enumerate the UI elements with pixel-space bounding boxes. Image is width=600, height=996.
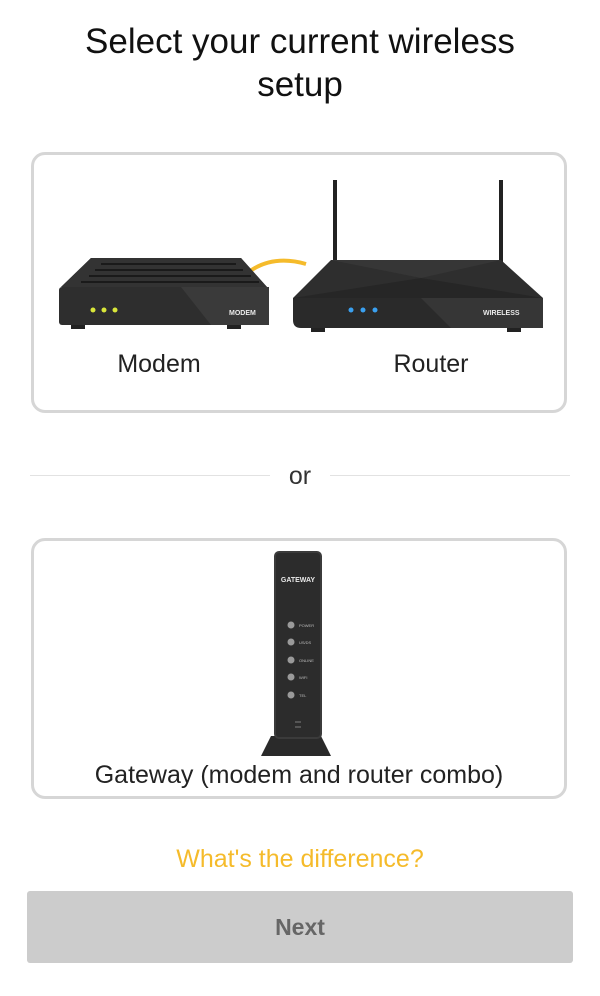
gateway-label: Gateway (modem and router combo) [94, 761, 504, 789]
gateway-indicator-power: POWER [299, 623, 314, 628]
gateway-indicator-usds: US/DS [299, 640, 312, 645]
page-title-line-1: Select your current wireless [85, 22, 515, 61]
page-title: Select your current wireless setup [0, 20, 600, 106]
modem-label: Modem [117, 350, 201, 378]
modem-router-option-card[interactable]: MODEM WIRELESS Modem Router [31, 152, 567, 413]
router-label: Router [393, 350, 469, 378]
divider-line-right [330, 475, 570, 476]
router-device-text: WIRELESS [483, 310, 520, 317]
next-button[interactable]: Next [27, 891, 573, 963]
modem-router-illustration: MODEM WIRELESS [59, 180, 543, 332]
gateway-indicator-wifi: WIFI [299, 675, 307, 680]
gateway-device-text: GATEWAY [281, 577, 316, 584]
divider-line-left [30, 475, 270, 476]
modem-icon: MODEM [59, 258, 269, 329]
gateway-indicator-online: ONLINE [299, 658, 314, 663]
page-title-line-2: setup [257, 65, 343, 104]
gateway-option-card[interactable]: GATEWAY POWER US/DS ONLINE WIFI TEL Gate… [31, 538, 567, 799]
whats-the-difference-link[interactable]: What's the difference? [176, 845, 424, 873]
router-icon: WIRELESS [293, 180, 543, 332]
divider-or-text: or [288, 462, 312, 490]
modem-device-text: MODEM [229, 310, 256, 317]
ethernet-cable [244, 258, 307, 276]
gateway-icon: GATEWAY POWER US/DS ONLINE WIFI TEL [261, 551, 331, 756]
gateway-indicator-tel: TEL [299, 693, 307, 698]
